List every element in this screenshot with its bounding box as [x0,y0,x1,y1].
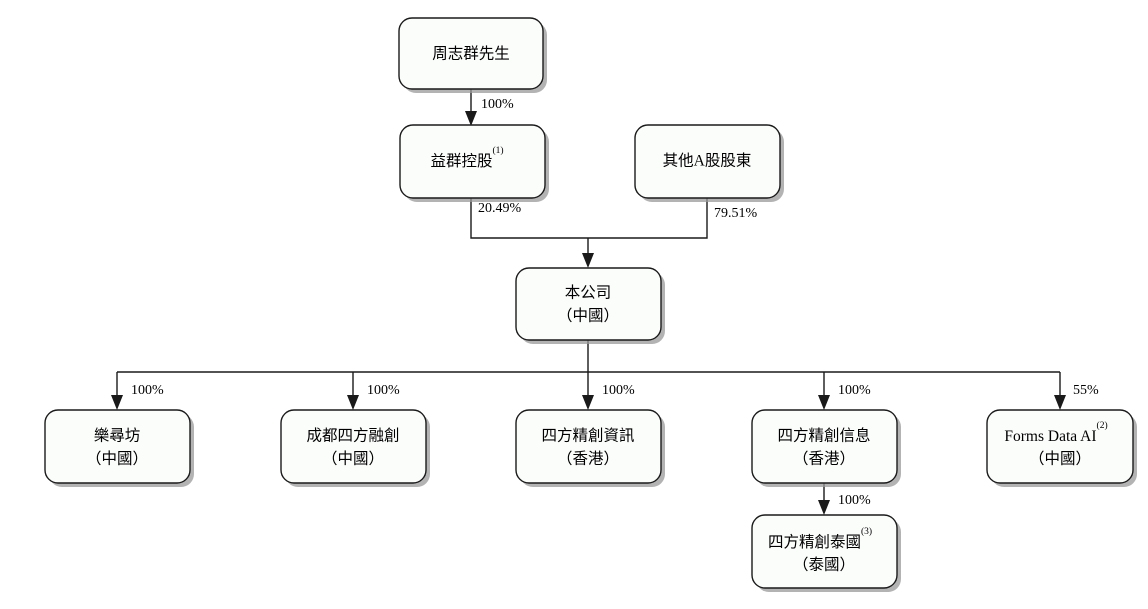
node-box[interactable] [986,409,1134,484]
node-box[interactable] [515,409,662,484]
edge-yiqun-to-company: 20.49% [470,198,588,239]
node-label-chengdu-line2: （中國） [322,450,384,468]
node-label-zixun-line2: （香港） [557,450,619,468]
node-box[interactable] [399,124,546,199]
node-label-thailand-line2: （泰國） [793,556,855,574]
node-label-lexunfang-line2: （中國） [86,450,148,468]
arrowhead-icon [465,111,477,126]
node-box[interactable] [751,514,898,589]
edge-label-company-to-lexunfang: 100% [131,383,164,398]
node-label-thailand-superscript: (3) [861,526,872,537]
node-label-other-a-shareholders: 其他A股股東 [663,152,752,170]
edge-company-to-zixun: 100% [582,372,635,410]
edge-company-to-forms: 55% [1054,372,1099,410]
node-box[interactable] [280,409,427,484]
node-box[interactable] [751,409,898,484]
node-label-lexunfang-line1: 樂尋坊 [94,427,141,445]
arrowhead-icon [1054,395,1066,410]
edge-label-zhou-to-yiqun: 100% [481,97,514,112]
node-chengdu-sifang[interactable]: 成都四方融創 （中國） [280,409,430,487]
node-label-company-line2: （中國） [557,307,619,325]
edge-label-company-to-xinxi: 100% [838,383,871,398]
edge-company-to-lexunfang: 100% [111,372,164,410]
edge-zhou-to-yiqun: 100% [465,89,514,126]
arrowhead-icon [582,395,594,410]
connectors-layer: 100% 20.49% 79.51% [111,89,1099,515]
node-box[interactable] [515,267,662,341]
arrowhead-icon [347,395,359,410]
edge-label-company-to-zixun: 100% [602,383,635,398]
node-company[interactable]: 本公司 （中國） [515,267,665,344]
node-label-yiqun-text: 益群控股 [430,152,492,170]
node-box[interactable] [44,409,191,484]
node-forms-data-ai[interactable]: Forms Data AI(2) （中國） [986,409,1137,487]
node-sifang-zixun[interactable]: 四方精創資訊 （香港） [515,409,665,487]
node-label-chengdu-line1: 成都四方融創 [306,427,399,445]
node-box[interactable] [398,17,544,90]
node-lexunfang[interactable]: 樂尋坊 （中國） [44,409,194,487]
node-label-company-line1: 本公司 [565,284,612,302]
node-sifang-xinxi[interactable]: 四方精創信息 （香港） [751,409,901,487]
node-label-forms-line1: Forms Data AI(2) [1004,420,1107,444]
node-other-a-shareholders[interactable]: 其他A股股東 [634,124,784,202]
node-label-zixun-line1: 四方精創資訊 [541,427,634,445]
edge-label-xinxi-to-thailand: 100% [838,493,871,508]
edge-company-bus [117,340,1060,373]
edge-line [470,198,588,239]
node-label-forms-superscript: (2) [1097,420,1108,431]
edge-line [588,198,708,239]
edge-othera-to-company: 79.51% [588,198,758,239]
edge-merge-into-company [582,238,594,268]
node-label-yiqun-superscript: (1) [492,145,503,156]
arrowhead-icon [582,253,594,268]
edge-company-to-xinxi: 100% [818,372,871,410]
node-label-xinxi-line1: 四方精創信息 [777,427,870,445]
node-box[interactable] [634,124,781,199]
node-label-thailand-text: 四方精創泰國 [768,533,861,551]
arrowhead-icon [818,500,830,515]
edge-label-company-to-forms: 55% [1073,383,1099,398]
node-label-yiqun: 益群控股(1) [430,145,503,169]
arrowhead-icon [818,395,830,410]
edge-label-yiqun-to-company: 20.49% [478,201,522,216]
node-label-forms-line2: （中國） [1029,450,1091,468]
edge-company-to-chengdu: 100% [347,372,400,410]
node-label-zhou: 周志群先生 [432,45,510,63]
node-sifang-thailand[interactable]: 四方精創泰國(3) （泰國） [751,514,901,592]
node-label-thailand-line1: 四方精創泰國(3) [768,526,872,550]
edge-label-othera-to-company: 79.51% [714,206,758,221]
node-yiqun[interactable]: 益群控股(1) [399,124,549,202]
node-zhou[interactable]: 周志群先生 [398,17,547,93]
nodes-layer: 周志群先生 益群控股(1) 其他A股股東 本公司 （中國） [44,17,1137,592]
arrowhead-icon [111,395,123,410]
node-label-forms-text: Forms Data AI [1004,428,1096,445]
node-label-xinxi-line2: （香港） [793,450,855,468]
edge-xinxi-to-thailand: 100% [818,483,871,515]
edge-label-company-to-chengdu: 100% [367,383,400,398]
